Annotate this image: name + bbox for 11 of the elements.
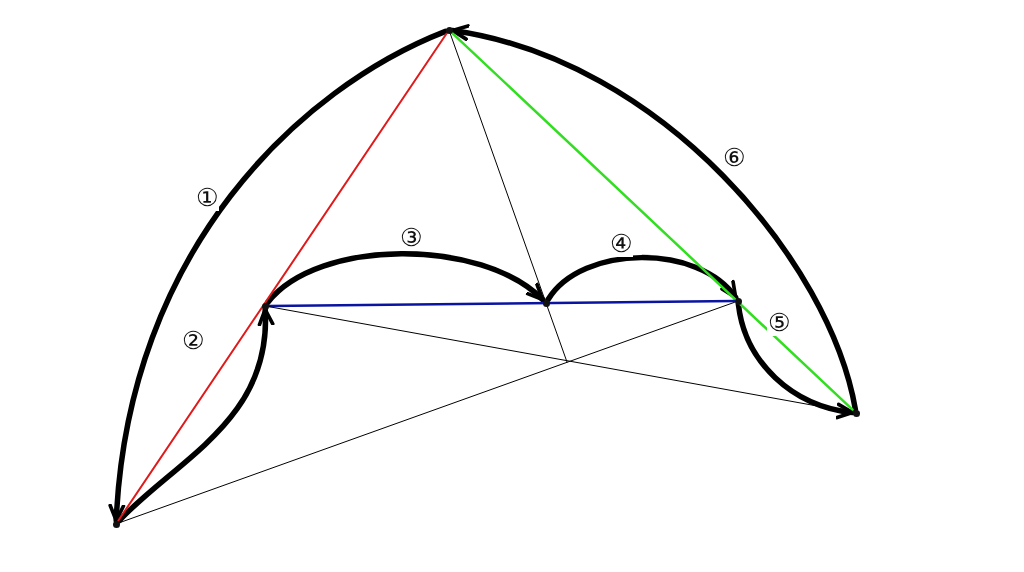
curved-arrow xyxy=(545,254,739,303)
vertex-point xyxy=(542,299,550,307)
vertex-point xyxy=(112,520,120,528)
vertex-point xyxy=(445,26,453,34)
vertex-point xyxy=(734,297,742,305)
line xyxy=(119,301,735,524)
line xyxy=(449,33,568,363)
vertex-point xyxy=(852,409,860,417)
curved-arrow xyxy=(264,251,546,306)
vertex-point xyxy=(261,302,269,310)
line xyxy=(267,299,736,308)
